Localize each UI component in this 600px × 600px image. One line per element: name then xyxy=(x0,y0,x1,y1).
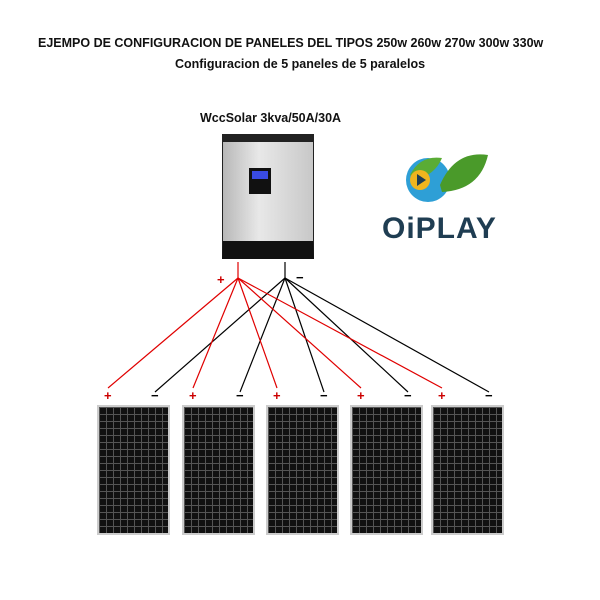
solar-panel xyxy=(431,405,504,535)
inverter-display xyxy=(249,168,271,194)
negative-wire xyxy=(284,277,490,393)
positive-wire xyxy=(107,277,239,389)
panel-plus-label: + xyxy=(357,388,365,403)
solar-panel xyxy=(266,405,339,535)
inverter-label: WccSolar 3kva/50A/30A xyxy=(200,111,342,125)
subtitle: Configuracion de 5 paneles de 5 paralelo… xyxy=(174,57,426,71)
panel-minus-label: − xyxy=(485,388,493,403)
logo-text: OiPLAY xyxy=(382,212,497,245)
panel-minus-label: − xyxy=(236,388,244,403)
panel-plus-label: + xyxy=(189,388,197,403)
solar-panel xyxy=(182,405,255,535)
solar-panel xyxy=(350,405,423,535)
panel-plus-label: + xyxy=(438,388,446,403)
panel-minus-label: − xyxy=(151,388,159,403)
title: EJEMPO DE CONFIGURACION DE PANELES DEL T… xyxy=(38,36,544,50)
positive-wire xyxy=(237,277,278,389)
positive-wire xyxy=(237,277,362,389)
inverter-plus-label: + xyxy=(217,272,225,287)
panel-plus-label: + xyxy=(104,388,112,403)
positive-wire xyxy=(192,277,239,389)
inverter-minus-label: − xyxy=(296,270,304,285)
oiplay-logo-icon xyxy=(406,154,488,202)
solar-panel xyxy=(97,405,170,535)
negative-wire xyxy=(284,277,409,393)
panel-plus-label: + xyxy=(273,388,281,403)
inverter-image xyxy=(222,134,314,259)
negative-wire xyxy=(154,277,286,393)
positive-wire xyxy=(237,277,443,389)
panel-minus-label: − xyxy=(404,388,412,403)
negative-wire xyxy=(239,277,286,393)
negative-wire xyxy=(284,277,325,393)
panel-minus-label: − xyxy=(320,388,328,403)
